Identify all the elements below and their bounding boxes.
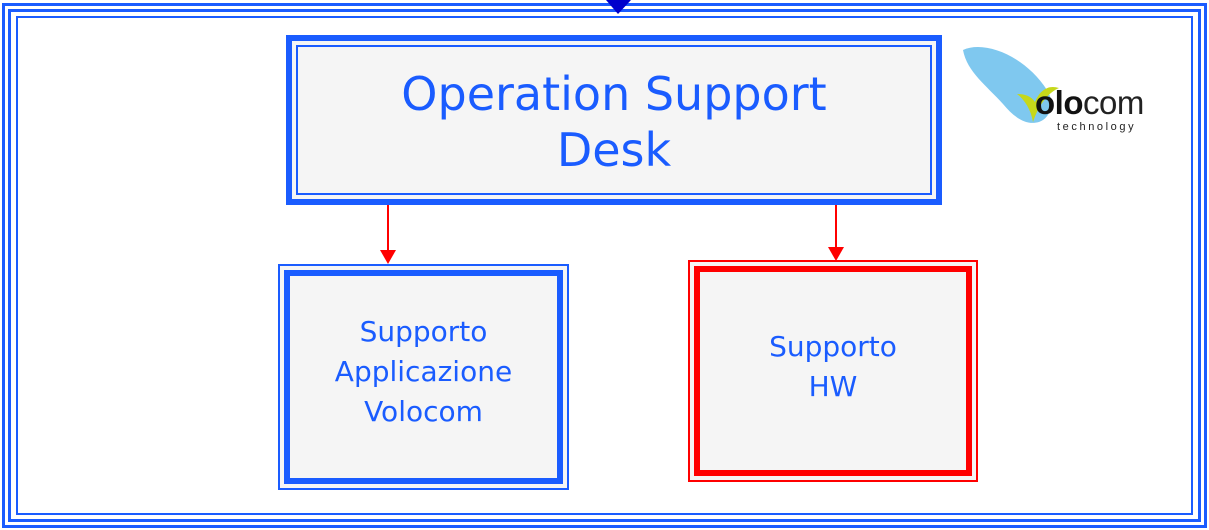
outer-frame: [2, 3, 1207, 528]
node-border-inner: [694, 266, 972, 476]
logo-tagline: technology: [1057, 121, 1137, 133]
logo-wordmark: olocom: [1035, 84, 1144, 121]
incoming-arrowhead: [606, 0, 631, 14]
edge-osd-to-sav-arrowhead: [380, 250, 396, 264]
volocom-logo: [963, 47, 1059, 123]
node-border-outer: [278, 264, 569, 490]
node-border-inner: [284, 270, 563, 484]
node-label: Supporto Applicazione Volocom: [334, 315, 513, 428]
node-operation-support-desk: Operation Support Desk: [286, 35, 942, 205]
node-border-inner: [296, 45, 932, 195]
outer-frame-middle: [8, 9, 1201, 522]
node-border-outer: [688, 260, 978, 482]
logo-leaf-v: [1017, 86, 1059, 122]
edge-osd-to-shw-arrowhead: [828, 247, 844, 261]
node-supporto-hw: Supporto HW: [688, 260, 978, 482]
node-border-outer: [286, 35, 942, 205]
node-label: Operation Support Desk: [401, 67, 827, 177]
node-supporto-applicazione-volocom: Supporto Applicazione Volocom: [278, 264, 569, 490]
node-label: Supporto HW: [769, 330, 897, 403]
